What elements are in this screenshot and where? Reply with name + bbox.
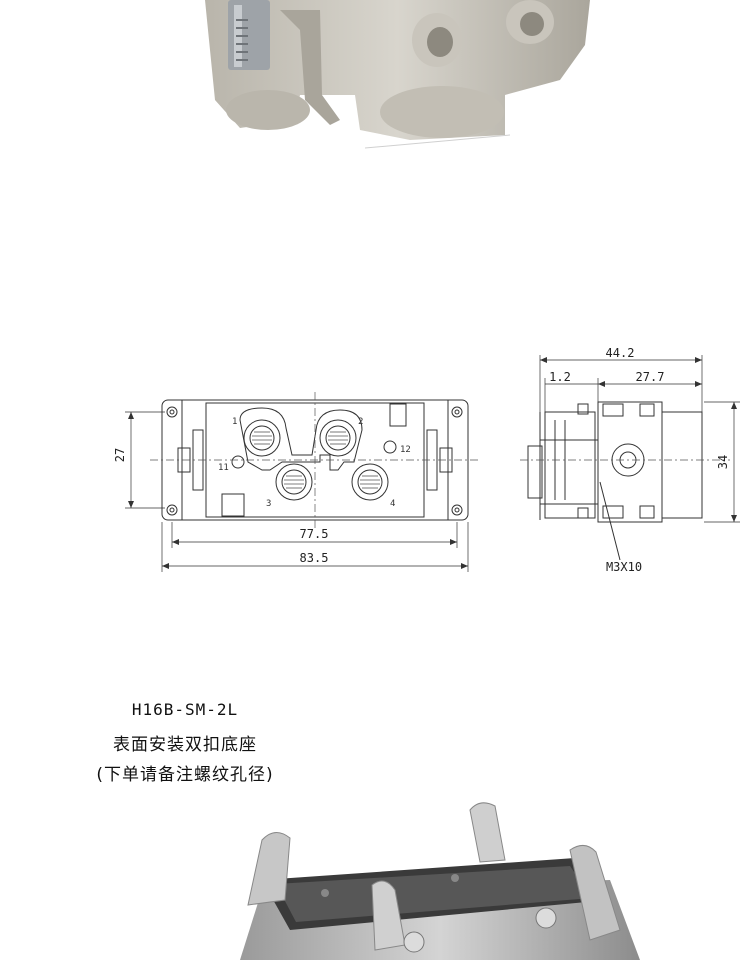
contact-label: 2 bbox=[358, 417, 363, 427]
product-photo-housing bbox=[0, 795, 750, 960]
contact-label: 1 bbox=[232, 417, 237, 427]
contact-label: 12 bbox=[400, 445, 411, 455]
dim-body: 27.7 bbox=[636, 370, 665, 384]
dim-offset: 1.2 bbox=[549, 370, 571, 384]
dim-inner-width: 77.5 bbox=[300, 527, 329, 541]
dim-height: 27 bbox=[113, 448, 127, 462]
dim-side-height: 34 bbox=[716, 455, 730, 469]
side-view bbox=[527, 401, 703, 561]
model-number: H16B-SM-2L bbox=[131, 700, 239, 719]
product-photo-insert bbox=[0, 0, 750, 160]
product-caption: H16B-SM-2L 表面安装双扣底座 (下单请备注螺纹孔径) bbox=[0, 690, 750, 790]
contact-label: 11 bbox=[218, 463, 229, 473]
order-note: (下单请备注螺纹孔径) bbox=[96, 765, 274, 785]
contact-label: 3 bbox=[266, 499, 271, 509]
contact-2 bbox=[325, 425, 351, 451]
dim-overall: 44.2 bbox=[606, 346, 635, 360]
contact-label: 4 bbox=[390, 499, 395, 509]
contact-1 bbox=[249, 425, 275, 451]
dimension-drawing: 1 2 3 4 11 12 27 77.5 83.5 bbox=[0, 330, 750, 590]
contact-4 bbox=[357, 469, 383, 495]
contact-3 bbox=[281, 469, 307, 495]
product-description: 表面安装双扣底座 bbox=[113, 735, 257, 755]
dim-outer-width: 83.5 bbox=[300, 551, 329, 565]
screw-label: M3X10 bbox=[606, 560, 642, 574]
